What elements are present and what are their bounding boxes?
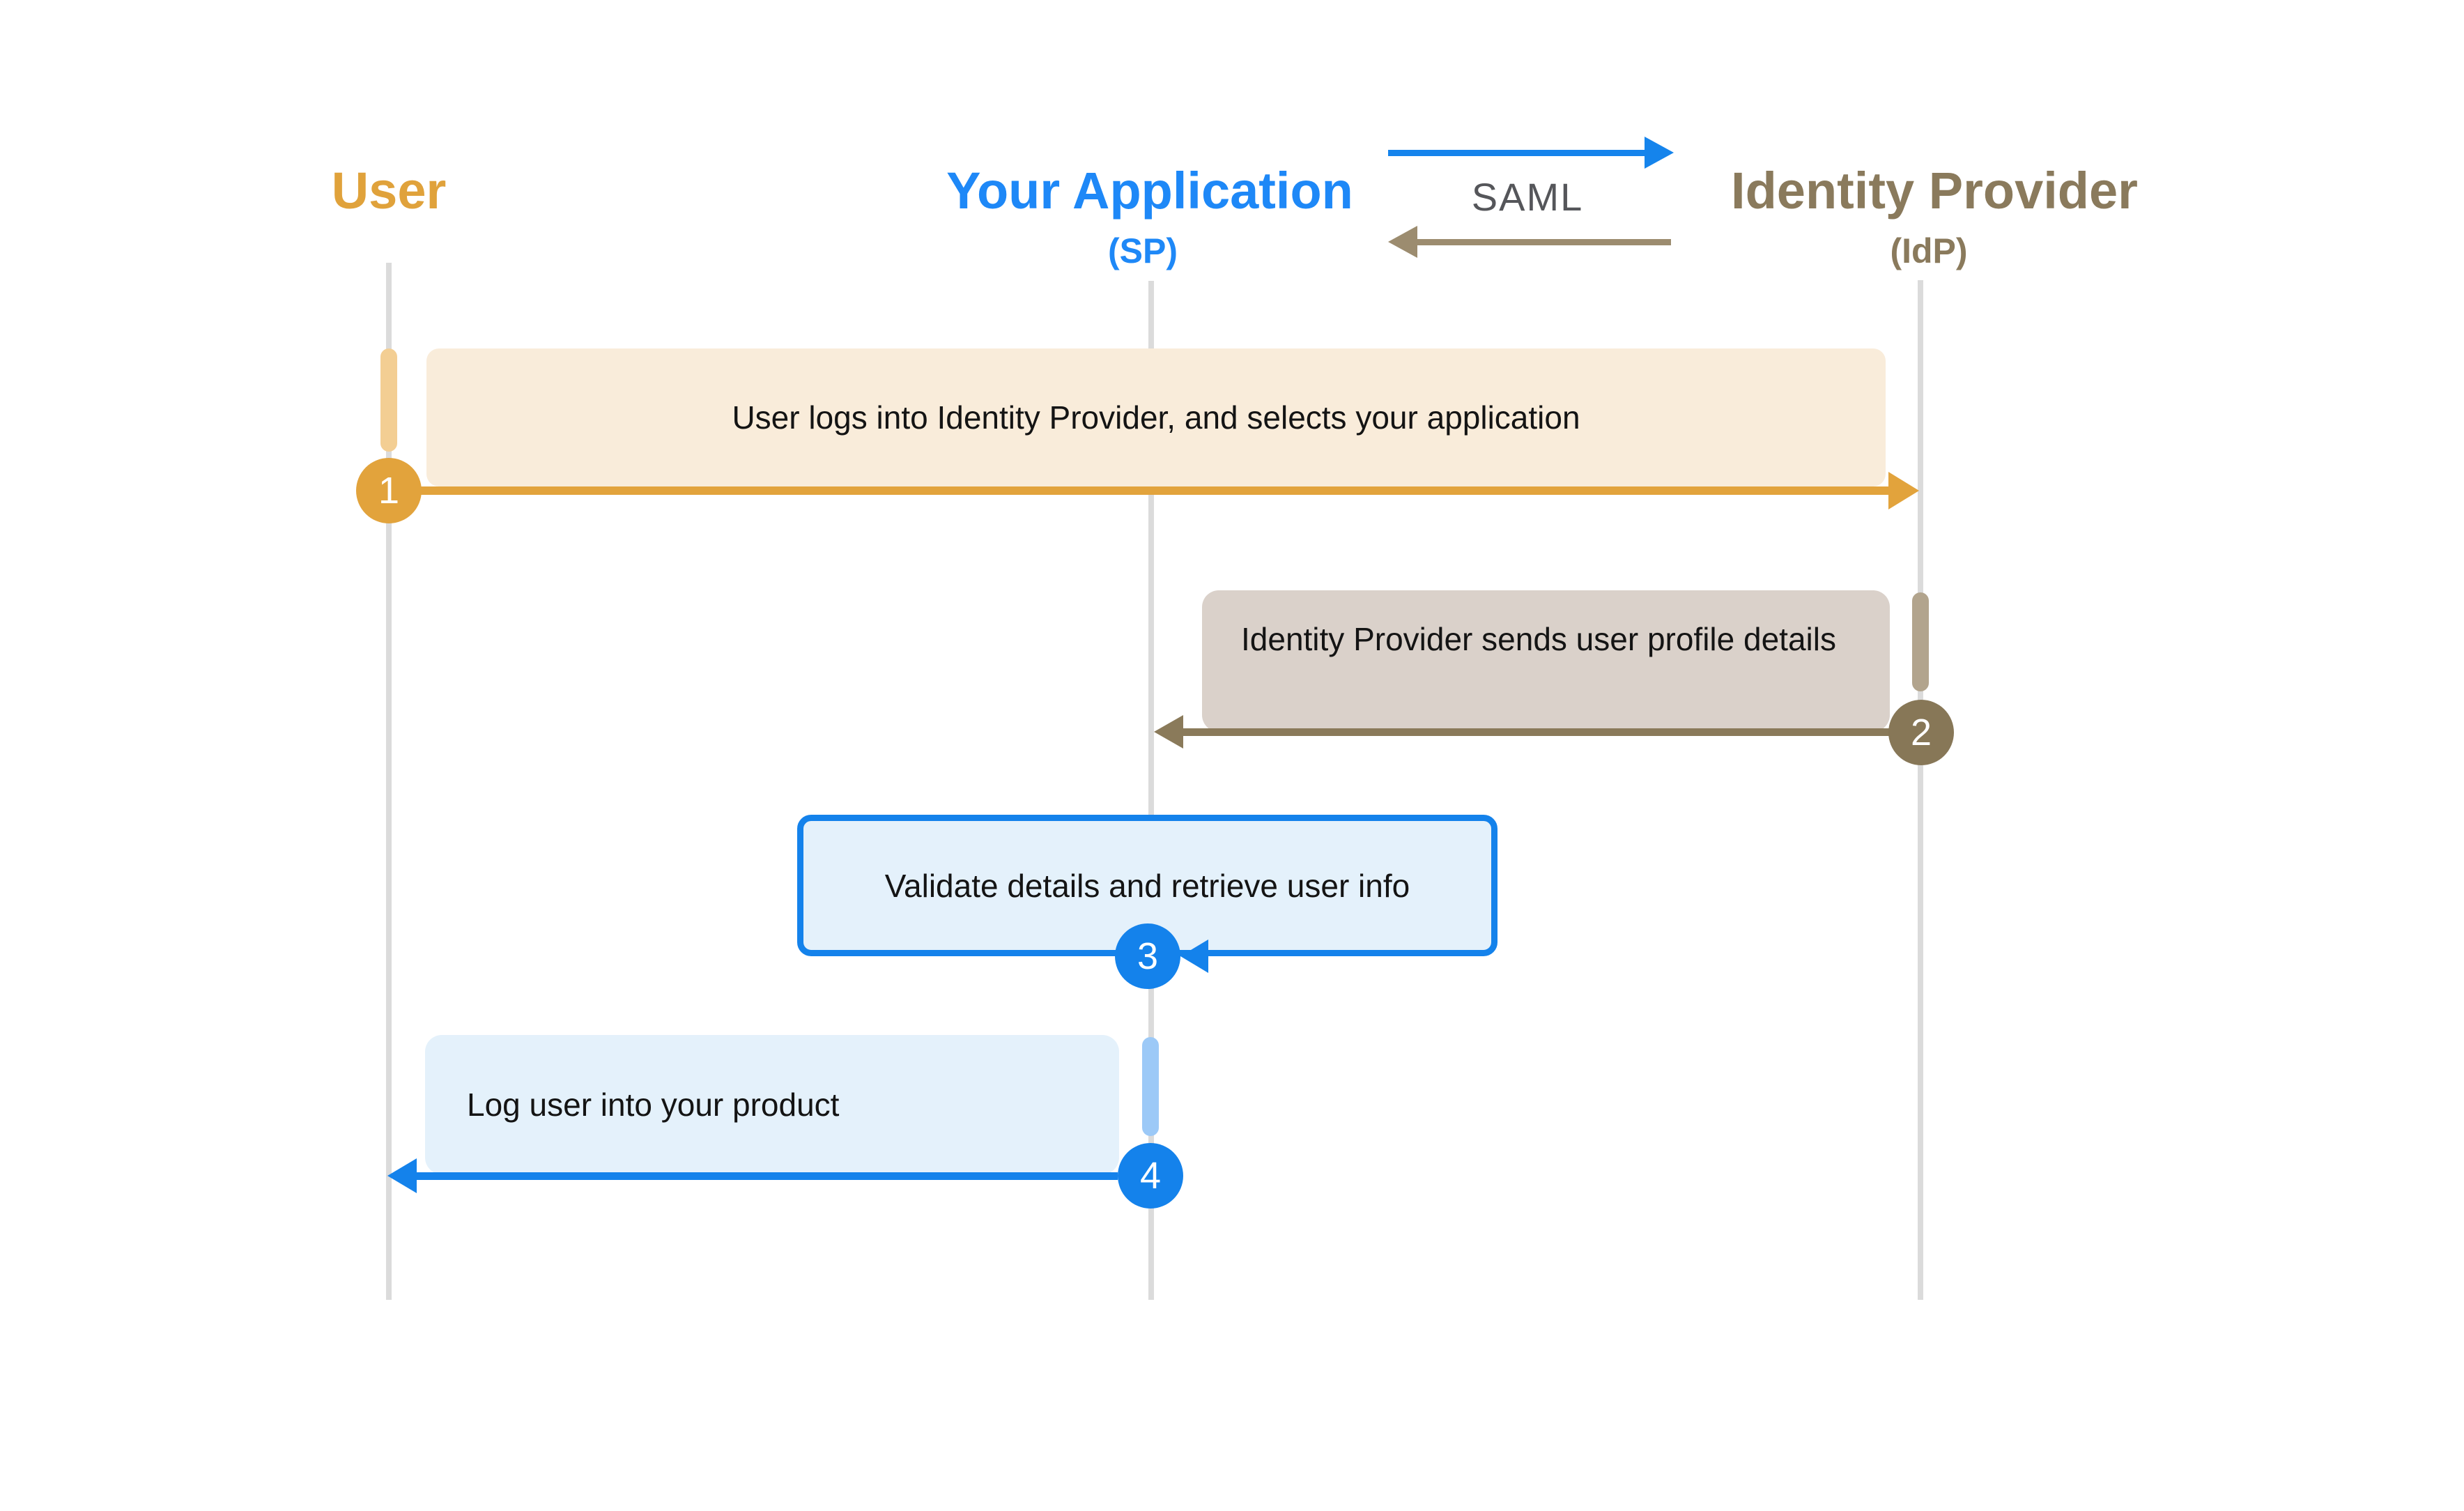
- step1-number-badge: 1: [356, 458, 422, 523]
- step2-message-box: Identity Provider sends user profile det…: [1202, 590, 1890, 732]
- step3-number-badge: 3: [1115, 923, 1180, 989]
- actor-title-your-application: Your Application: [946, 162, 1353, 220]
- saml-protocol-label: SAML: [1471, 175, 1584, 219]
- saml-left-arrow-line: [1417, 239, 1671, 245]
- saml-left-arrow-icon: [1388, 226, 1417, 258]
- lifeline-your-application: [1148, 281, 1154, 1300]
- lifeline-identity-provider: [1918, 280, 1923, 1300]
- step1-number: 1: [378, 470, 400, 512]
- step3-arrow-left-icon: [1180, 939, 1208, 973]
- step1-message-box: User logs into Identity Provider, and se…: [426, 348, 1886, 486]
- step4-number-badge: 4: [1118, 1143, 1183, 1209]
- activation-bar-user: [380, 348, 397, 452]
- activation-bar-your-application: [1142, 1037, 1159, 1136]
- actor-caption-sp: (SP): [1108, 231, 1178, 270]
- step4-number: 4: [1139, 1155, 1162, 1197]
- step2-number-badge: 2: [1888, 700, 1954, 765]
- step4-message-text: Log user into your product: [467, 1087, 840, 1123]
- saml-right-arrow-icon: [1645, 137, 1674, 169]
- saml-right-arrow-line: [1388, 150, 1645, 156]
- step2-message-text: Identity Provider sends user profile det…: [1241, 621, 1836, 657]
- step3-message-text: Validate details and retrieve user info: [884, 867, 1410, 904]
- step2-arrow-left-icon: [1154, 715, 1183, 749]
- step4-arrow-left-icon: [387, 1158, 417, 1193]
- actor-title-identity-provider: Identity Provider: [1731, 162, 2138, 220]
- step1-message-text: User logs into Identity Provider, and se…: [732, 399, 1580, 436]
- step1-arrow-right-icon: [1888, 472, 1919, 509]
- step4-arrow-line: [417, 1172, 1118, 1180]
- activation-bar-identity-provider: [1912, 592, 1929, 691]
- step2-arrow-line: [1183, 728, 1890, 736]
- step2-number: 2: [1910, 712, 1932, 753]
- step1-arrow-line: [418, 486, 1890, 495]
- step3-number: 3: [1137, 935, 1159, 977]
- actor-caption-idp: (IdP): [1890, 231, 1968, 270]
- actor-title-user: User: [331, 162, 447, 220]
- step4-message-box: Log user into your product: [425, 1035, 1119, 1174]
- lifeline-user: [386, 263, 392, 1300]
